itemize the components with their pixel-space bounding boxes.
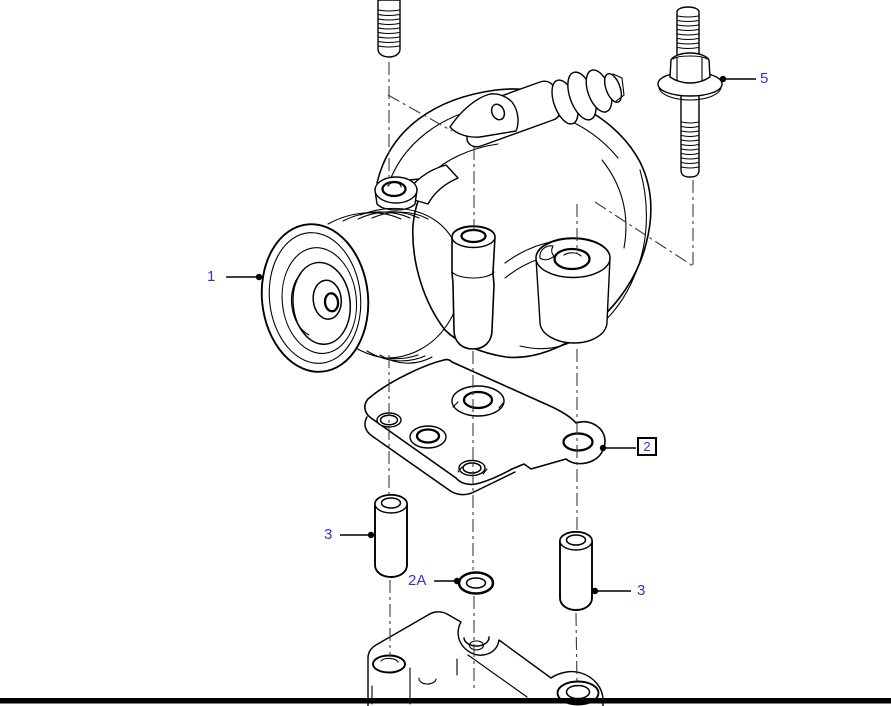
- centerlines: [387, 62, 694, 689]
- bracket-hole: [490, 103, 506, 121]
- o-ring: [457, 571, 495, 595]
- pulley: [260, 207, 462, 373]
- callout-2a[interactable]: 2A: [408, 572, 427, 589]
- leader-lines: [226, 75, 756, 595]
- callout-1[interactable]: 1: [207, 268, 216, 285]
- bottom-border-bar: [0, 698, 891, 704]
- fitting-bracket-tab: [449, 93, 519, 138]
- callout-5[interactable]: 5: [760, 70, 769, 87]
- gasket: [364, 358, 606, 496]
- spacer-right: [559, 531, 593, 611]
- callout-3-right[interactable]: 3: [637, 582, 646, 599]
- stud-bolt: [657, 6, 723, 178]
- mounting-drum-right: [504, 237, 611, 344]
- hex-nut: [669, 52, 711, 84]
- callout-2[interactable]: 2: [637, 437, 657, 456]
- mounting-lug-front: [451, 225, 496, 350]
- callout-3-left[interactable]: 3: [324, 526, 333, 543]
- spacer-left: [374, 494, 408, 578]
- mounting-boss-left: [374, 164, 459, 211]
- vacuum-fitting: [449, 69, 625, 148]
- top-stud: [377, 0, 401, 58]
- engine-block: [367, 611, 604, 706]
